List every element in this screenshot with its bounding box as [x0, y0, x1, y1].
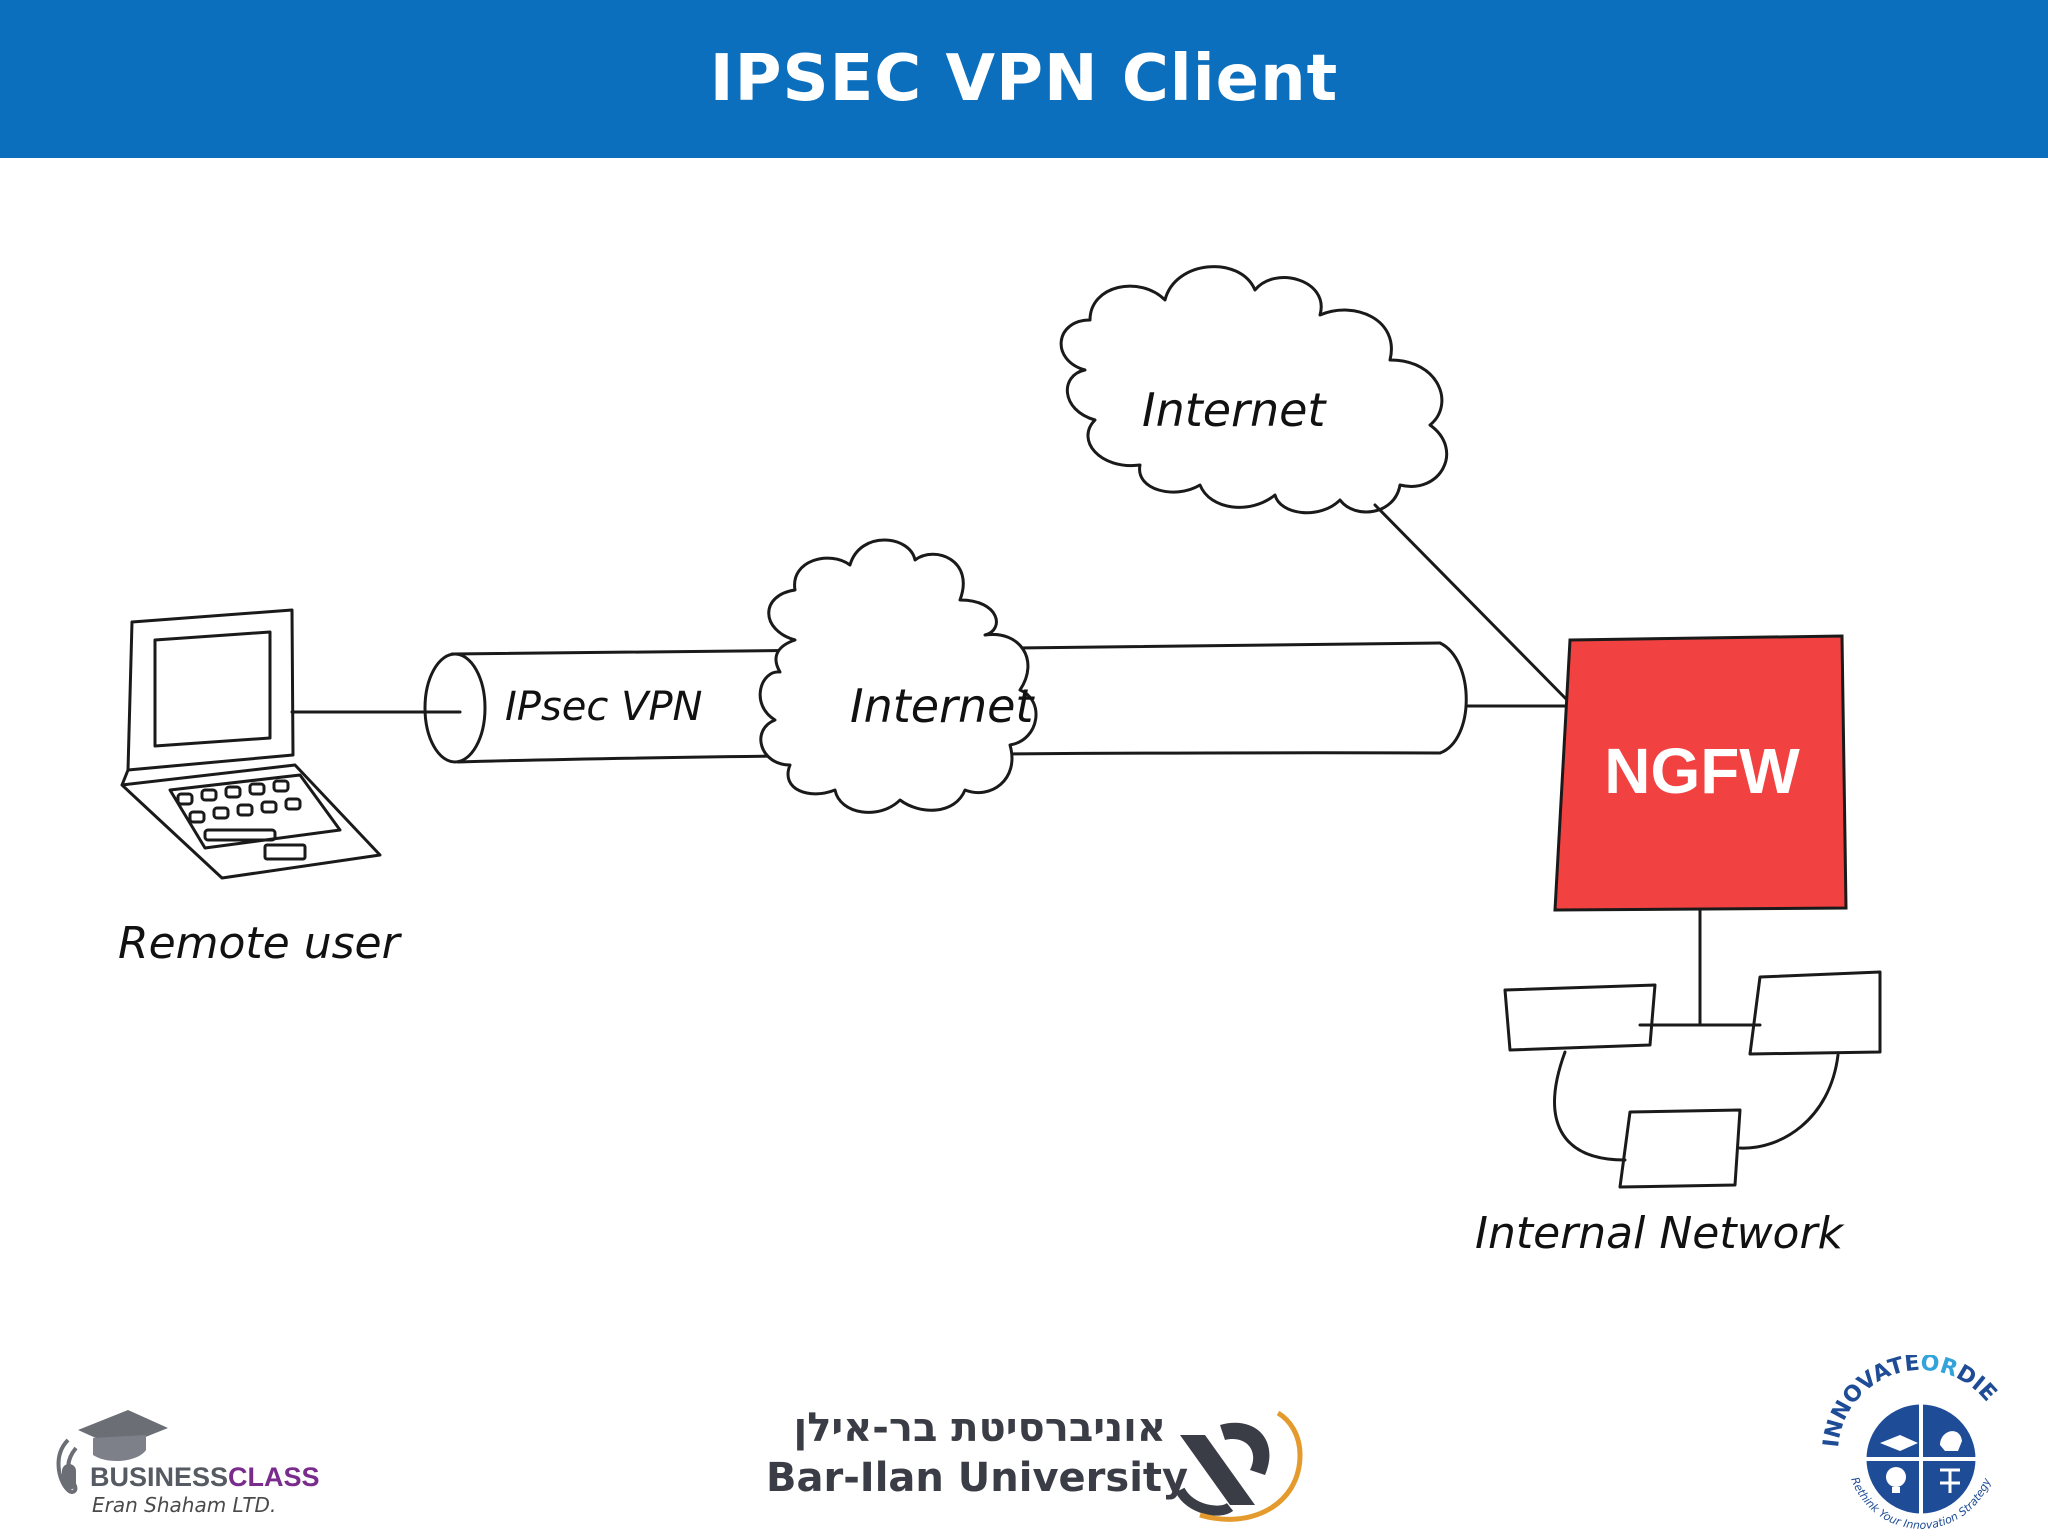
business-class-subtitle: Eran Shaham LTD.	[92, 1493, 277, 1517]
tunnel-cloud	[758, 538, 1038, 814]
iod-ring-die: DIE	[1952, 1360, 2001, 1406]
bar-ilan-emblem-icon	[1175, 1410, 1303, 1522]
innovate-or-die-emblem-icon: INNOVATEORDIE Rethink Your Innovation St…	[1819, 1351, 2001, 1532]
tunnel-label: IPsec VPN	[505, 684, 702, 730]
tunnel-cloud-label: Internet	[850, 679, 1035, 733]
remote-user-label: Remote user	[118, 918, 403, 969]
bar-ilan-english-name: Bar-Ilan University	[766, 1455, 1189, 1501]
internet-cloud	[1059, 265, 1449, 515]
laptop-icon	[120, 608, 382, 880]
ngfw-label: NGFW	[1604, 735, 1800, 807]
bar-ilan-logo: אוניברסיטת בר-אילן Bar-Ilan University	[760, 1395, 1320, 1525]
internal-network-icon	[1503, 903, 1882, 1189]
internal-network-label: Internal Network	[1475, 1208, 1845, 1259]
title-bar: IPSEC VPN Client	[0, 0, 2048, 158]
top-cloud-label: Internet	[1142, 383, 1327, 437]
vpn-network-diagram: NGFW IPsec VPN Internet Internet Remote …	[118, 265, 1882, 1259]
innovate-or-die-logo: INNOVATEORDIE Rethink Your Innovation St…	[1810, 1351, 2032, 1535]
ngfw-box	[1553, 634, 1848, 912]
mortarboard-mouse-icon	[56, 1410, 168, 1495]
business-class-name: BUSINESSCLASS	[90, 1462, 320, 1492]
business-class-logo: BUSINESSCLASS Eran Shaham LTD.	[48, 1400, 338, 1520]
page-title: IPSEC VPN Client	[709, 42, 1339, 116]
bar-ilan-hebrew-name: אוניברסיטת בר-אילן	[793, 1405, 1166, 1451]
